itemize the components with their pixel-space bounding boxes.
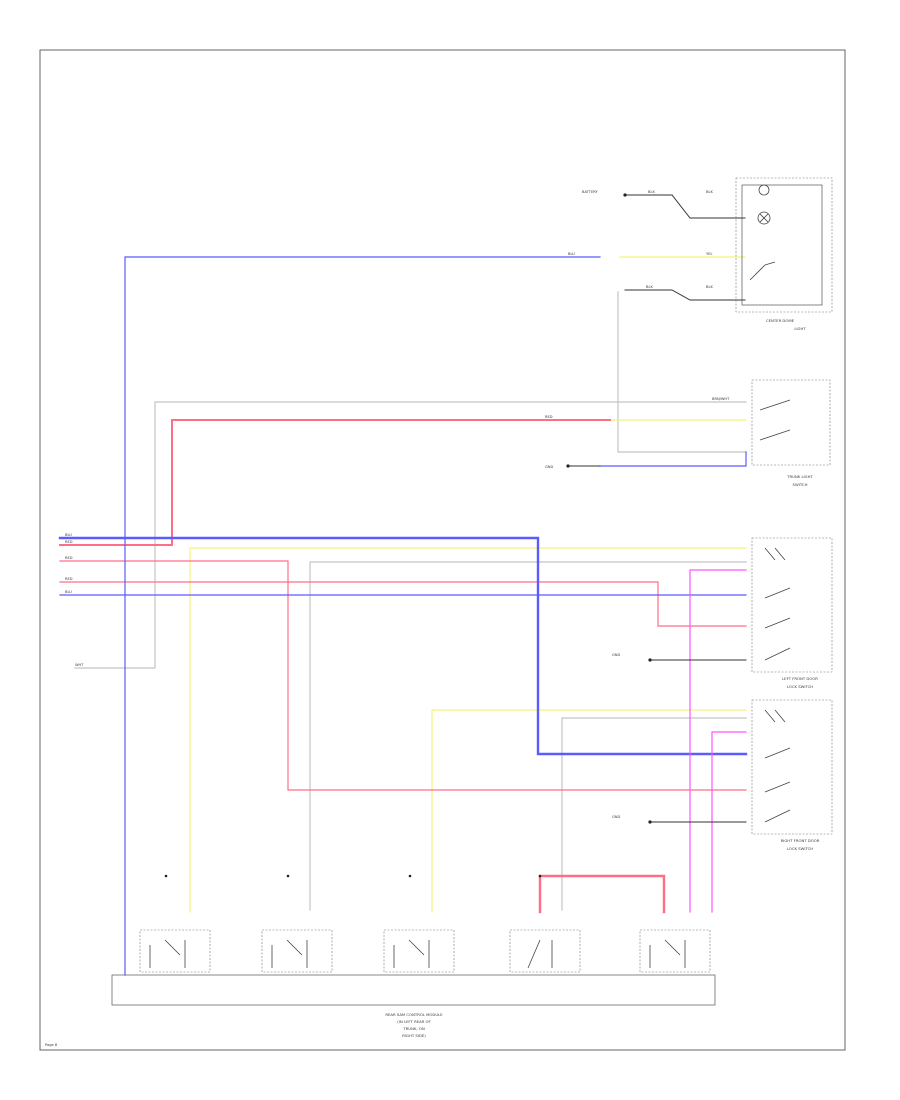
label-gnd-3: GND xyxy=(612,815,620,819)
right-door-caption-1: RIGHT FRONT DOOR xyxy=(781,838,820,843)
wire-red-trunk xyxy=(59,419,611,546)
wire-gray-left-door xyxy=(309,561,747,911)
module-caption-2: (IN LEFT REAR OF xyxy=(397,1019,430,1024)
left-door-caption-2: LOCK SWITCH xyxy=(787,684,813,689)
rear-sam-module: REAR SAM CONTROL MODULE (IN LEFT REAR OF… xyxy=(111,929,716,1038)
label-red-1: RED xyxy=(545,415,553,419)
module-caption-4: RIGHT SIDE) xyxy=(402,1033,426,1038)
center-dome-light: CENTER DOME LIGHT xyxy=(735,177,833,331)
left-door-caption-1: LEFT FRONT DOOR xyxy=(782,676,818,681)
dome-light-caption-2: LIGHT xyxy=(794,326,806,331)
wire-blue-trunk-ground xyxy=(599,451,747,467)
terminals xyxy=(164,193,652,878)
wire-magenta-right-door xyxy=(711,731,747,913)
wire-gray-right-door xyxy=(561,717,747,911)
wire-blue-dome xyxy=(124,256,601,976)
wire-gray-dome-loop xyxy=(617,291,747,453)
right-front-door-lock-switch: RIGHT FRONT DOOR LOCK SWITCH xyxy=(751,699,833,851)
wire-red-right-door xyxy=(59,560,747,791)
diagram-frame xyxy=(39,49,846,1051)
trunk-light-switch: TRUNK LIGHT SWITCH xyxy=(751,379,831,487)
label-gnd-1: GND xyxy=(545,465,553,469)
wires xyxy=(58,194,748,976)
wire-yellow-right-door xyxy=(431,709,747,913)
dome-light-caption-1: CENTER DOME xyxy=(766,318,795,323)
wire-red-left-door xyxy=(59,581,747,627)
module-caption-1: REAR SAM CONTROL MODULE xyxy=(385,1012,443,1017)
wire-red-module-jumper xyxy=(538,874,666,914)
wire-yellow-left-door xyxy=(189,547,747,913)
label-gnd-2: GND xyxy=(612,653,620,657)
wire-magenta-left-door xyxy=(689,569,747,913)
label-blk-4: BLK xyxy=(706,285,713,289)
label-blk-3: BLK xyxy=(646,285,653,289)
label-wht: WHT xyxy=(75,663,84,667)
right-door-caption-2: LOCK SWITCH xyxy=(787,846,813,851)
label-red-2: RED xyxy=(65,540,73,544)
label-blu-1: BLU xyxy=(568,252,575,256)
page-number: Page 8 xyxy=(45,1043,58,1047)
battery-label: BATTERY xyxy=(582,190,599,194)
wire-blue-right-door xyxy=(58,536,748,756)
label-blu-3: BLU xyxy=(65,590,72,594)
label-blk-2: BLK xyxy=(706,190,713,194)
wire-labels: BATTERY BLK BLK BLU YEL BLK BLK BRN/WHT … xyxy=(45,190,730,1047)
wire-black-dome-ground xyxy=(624,289,746,301)
wire-gray-trunk-top xyxy=(74,401,747,669)
left-front-door-lock-switch: LEFT FRONT DOOR LOCK SWITCH xyxy=(751,537,833,689)
wire-black-battery xyxy=(624,194,746,219)
trunk-switch-caption-1: TRUNK LIGHT xyxy=(786,474,813,479)
label-blu-2: BLU xyxy=(65,533,72,537)
label-blk-1: BLK xyxy=(648,190,655,194)
label-brn-wht: BRN/WHT xyxy=(712,397,730,401)
label-red-4: RED xyxy=(65,577,73,581)
label-yel-1: YEL xyxy=(706,252,712,256)
module-caption-3: TRUNK, ON xyxy=(402,1026,424,1031)
trunk-switch-caption-2: SWITCH xyxy=(793,482,808,487)
label-red-3: RED xyxy=(65,556,73,560)
